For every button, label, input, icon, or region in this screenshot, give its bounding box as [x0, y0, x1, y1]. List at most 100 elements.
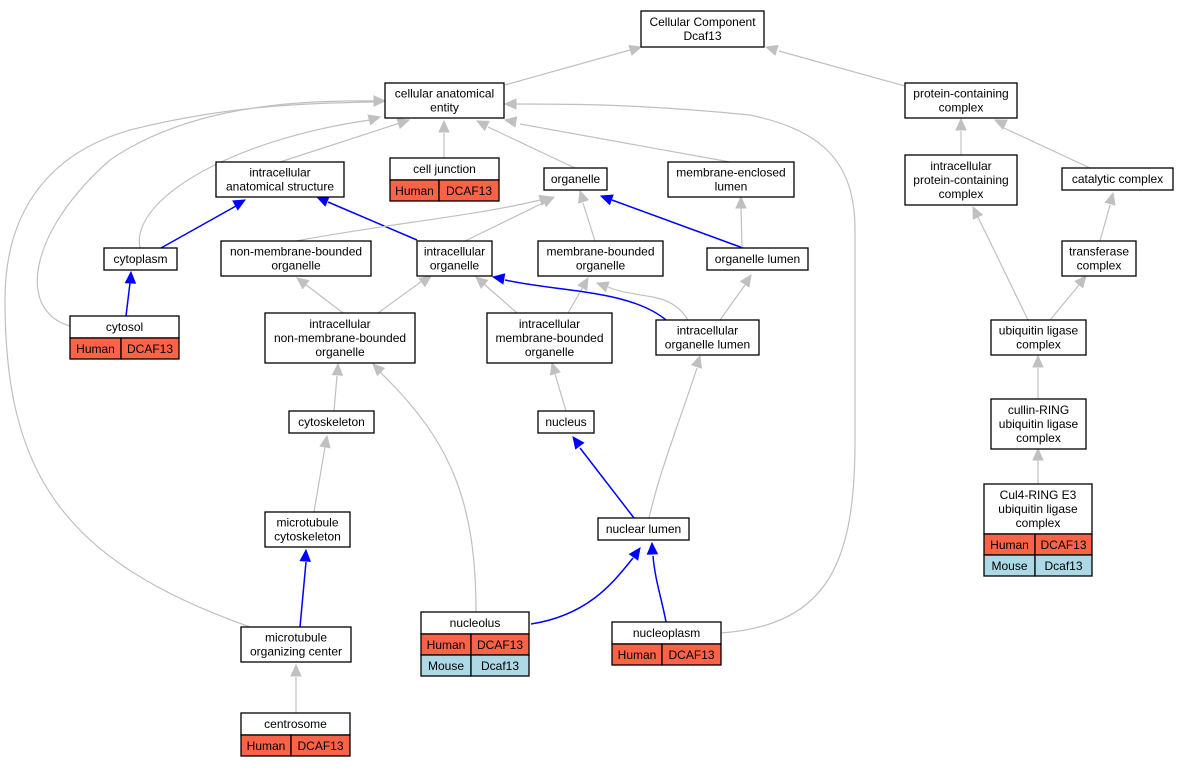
node-label-line: non-membrane-bounded [230, 245, 362, 259]
node-nuc[interactable]: nucleus [537, 410, 595, 434]
edge-imbo-to-io [475, 276, 518, 314]
edge-arrowhead [367, 114, 382, 126]
edges-layer [4, 44, 1116, 713]
edge-arrowhead [491, 273, 506, 285]
edge-line [740, 206, 743, 249]
edge-line [652, 555, 667, 623]
edge-cae-to-root [504, 44, 643, 86]
node-label-line: nucleus [545, 415, 586, 429]
node-label-line: organizing center [250, 645, 342, 659]
edge-cyto-to-ias [160, 199, 247, 249]
node-nl[interactable]: nuclear lumen [597, 517, 690, 541]
edge-crl-to-ulc [1032, 354, 1044, 399]
edge-arrowhead [1074, 275, 1087, 289]
gene-cell [438, 179, 500, 202]
edge-moc-to-cae [4, 95, 387, 628]
node-label-line: nuclear lumen [606, 522, 681, 536]
edge-arrowhead [475, 276, 489, 289]
node-label-line: organelle [315, 345, 365, 359]
node-label-line: intracellular [309, 317, 370, 331]
edge-inmbo-to-nmbo [296, 277, 344, 314]
node-label-line: intracellular [519, 317, 580, 331]
edge-line [160, 205, 237, 249]
gene-label: DCAF13 [446, 184, 492, 198]
edge-arrowhead [577, 276, 589, 291]
edge-line [327, 201, 418, 241]
edge-line [379, 371, 477, 613]
edge-arrowhead [372, 363, 386, 377]
node-label-line: complex [1016, 516, 1061, 530]
gene-label: DCAF13 [477, 638, 523, 652]
node-label-line: cullin-RING [1008, 403, 1069, 417]
node-inmbo[interactable]: intracellularnon-membrane-boundedorganel… [264, 312, 416, 364]
edge-line [519, 123, 731, 163]
edge-arrowhead [1032, 354, 1044, 368]
node-label-line: membrane-bounded [546, 245, 654, 259]
edge-arrowhead [418, 275, 432, 288]
node-box [384, 82, 505, 119]
node-cc[interactable]: catalytic complex [1061, 167, 1174, 191]
edge-pcc-to-root [764, 44, 906, 87]
node-csk[interactable]: cytoskeleton [288, 410, 375, 434]
node-label-line: nucleoplasm [633, 626, 700, 640]
node-ol[interactable]: organelle lumen [706, 247, 809, 271]
node-org[interactable]: organelle [543, 167, 608, 191]
node-label-line: complex [939, 101, 984, 115]
edge-line [333, 375, 338, 412]
gene-cell [120, 337, 180, 360]
species-label: Mouse [428, 659, 464, 673]
gene-cell [661, 643, 722, 666]
edge-line [778, 50, 906, 87]
node-label-line: cell junction [413, 162, 476, 176]
edge-arrowhead [993, 119, 1008, 131]
species-label: Human [427, 638, 466, 652]
edge-arrowhead [299, 548, 311, 562]
node-box [220, 240, 372, 277]
edge-arrowhead [972, 205, 984, 220]
edge-arrowhead [232, 199, 247, 211]
edge-c4-to-crl [1032, 447, 1044, 484]
edge-arrowhead [331, 362, 344, 376]
node-box [1061, 240, 1137, 277]
node-label-line: cellular anatomical [395, 87, 494, 101]
edge-arrowhead [373, 95, 387, 107]
edge-line [304, 283, 344, 314]
node-box [537, 240, 664, 277]
node-label-line: non-membrane-bounded [274, 331, 406, 345]
node-box [990, 398, 1087, 450]
node-cyto[interactable]: cytoplasm [103, 247, 178, 271]
edge-ipcc-to-pcc [955, 117, 967, 155]
edge-nucleolus-to-inmbo [372, 363, 477, 613]
edge-line [554, 373, 567, 412]
node-box [990, 319, 1087, 356]
edge-line [504, 49, 631, 86]
node-label-line: intracellular [930, 159, 991, 173]
node-label-line: organelle [576, 259, 626, 273]
edge-line [648, 367, 698, 519]
edge-arrowhead [503, 116, 518, 128]
